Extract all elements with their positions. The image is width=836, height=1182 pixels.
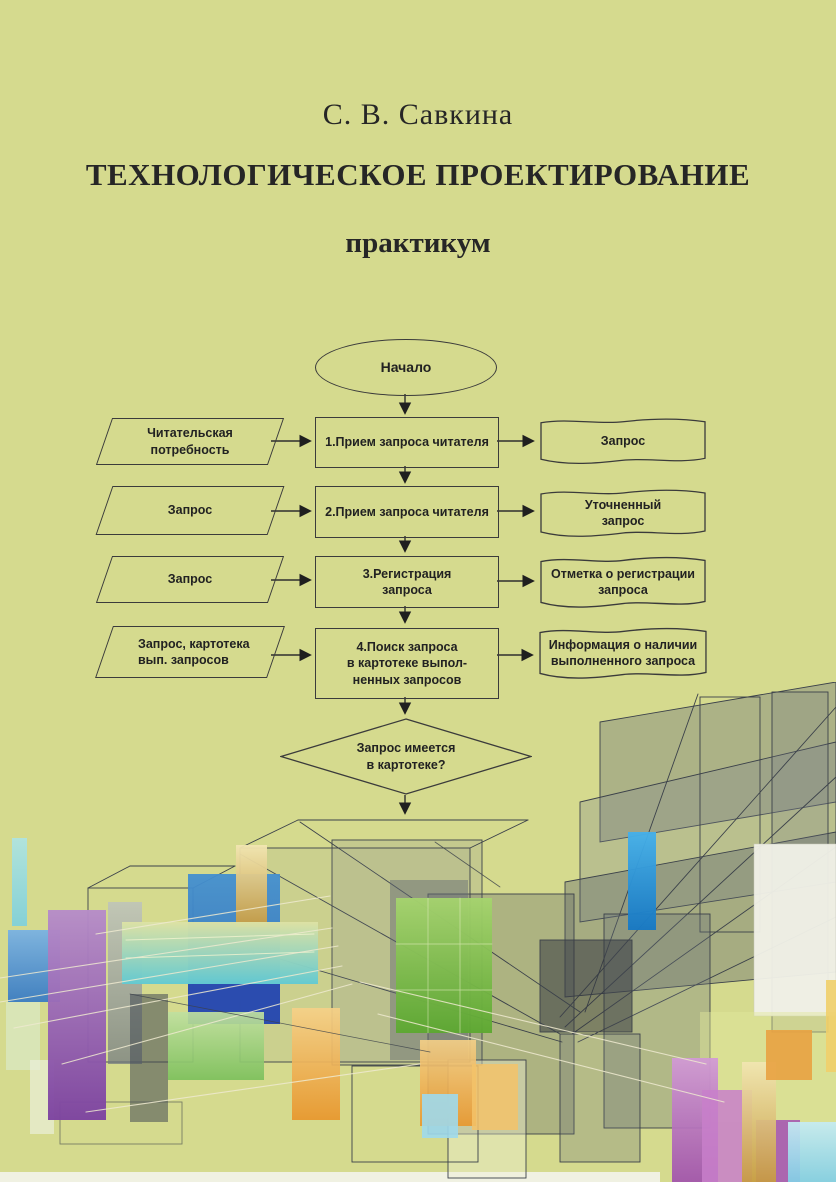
diamond-shape: [280, 718, 532, 795]
input-parallelogram-2: Запрос: [95, 486, 285, 535]
document-shape: [540, 556, 706, 608]
input-label-4: Запрос, картотека вып. запросов: [138, 636, 250, 667]
output-document-3: Отметка о регистрации запроса: [538, 554, 708, 610]
white-slab: [753, 843, 836, 1017]
output-document-2: Уточненный запрос: [538, 487, 708, 539]
cover-art-cityscape: [0, 682, 836, 1182]
input-label-3: Запрос: [167, 572, 213, 587]
book-title: ТЕХНОЛОГИЧЕСКОЕ ПРОЕКТИРОВАНИЕ: [85, 157, 751, 192]
output-label-1: Запрос: [600, 433, 646, 448]
color-blocks: [6, 832, 836, 1182]
input-parallelogram-1: Читательская потребность: [95, 418, 285, 465]
input-label-2: Запрос: [167, 503, 213, 518]
process-box-3: 3.Регистрация запроса: [315, 556, 499, 608]
start-label: Начало: [380, 359, 432, 376]
light-lines: [0, 895, 725, 1113]
process-box-1: 1.Прием запроса читателя: [315, 417, 499, 468]
dark-accent-lines: [129, 841, 501, 1053]
document-shape: [539, 627, 707, 679]
decision-diamond: Запрос имеется в картотеке?: [280, 718, 532, 795]
process-box-2: 2.Прием запроса читателя: [315, 486, 499, 538]
document-shape: [540, 418, 706, 464]
decision-label: Запрос имеется в картотеке?: [356, 741, 456, 772]
process-label-1: 1.Прием запроса читателя: [325, 435, 489, 450]
input-parallelogram-3: Запрос: [95, 556, 285, 603]
process-label-3: 3.Регистрация запроса: [362, 566, 452, 597]
author-name: С. В. Савкина: [322, 98, 514, 131]
output-document-1: Запрос: [538, 416, 708, 466]
process-label-2: 2.Прием запроса читателя: [325, 504, 489, 519]
book-subtitle: практикум: [345, 227, 491, 259]
output-document-4: Информация о наличии выполненного запрос…: [537, 625, 709, 681]
document-shape: [540, 489, 706, 537]
input-label-1: Читательская потребность: [147, 426, 233, 457]
output-label-3: Отметка о регистрации запроса: [551, 566, 695, 597]
output-label-2: Уточненный запрос: [584, 497, 662, 528]
process-box-4: 4.Поиск запроса в картотеке выпол- ненны…: [315, 628, 499, 699]
input-parallelogram-4: Запрос, картотека вып. запросов: [95, 626, 285, 678]
process-label-4: 4.Поиск запроса в картотеке выпол- ненны…: [346, 640, 468, 687]
output-label-4: Информация о наличии выполненного запрос…: [548, 637, 698, 668]
page-bottom-margin: [0, 1172, 660, 1182]
flowchart-start-oval: Начало: [315, 339, 497, 396]
